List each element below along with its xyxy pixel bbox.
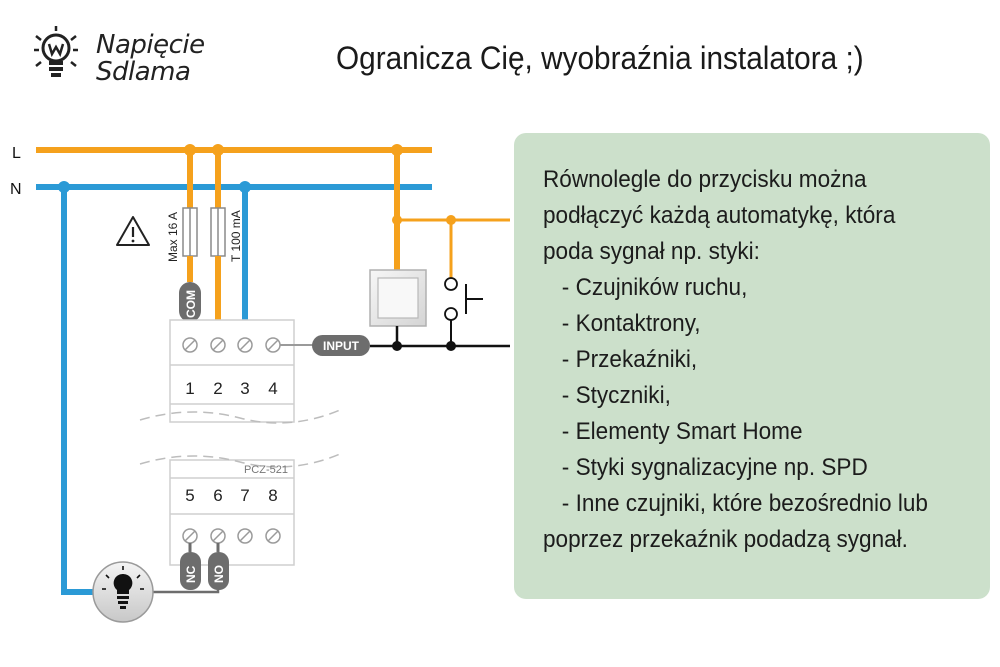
neutral-junction-1 [58, 181, 70, 193]
terminal-number-8: 8 [268, 486, 277, 505]
logo-line-1: Napięcie [96, 30, 205, 60]
terminal-number-3: 3 [240, 379, 249, 398]
note-line: - Styczniki, [543, 382, 671, 409]
terminal-no-label: NO [212, 565, 226, 583]
terminal-com-badge: COM [179, 282, 201, 322]
lamp-icon [92, 561, 154, 623]
terminal-number-1: 1 [185, 379, 194, 398]
terminal-number-2: 2 [213, 379, 222, 398]
switch-module-icon [369, 269, 427, 327]
terminal-nc-badge: NC [180, 552, 201, 590]
pcz-521-device [139, 319, 341, 566]
note-line: - Inne czujniki, które bezośrednio lub [543, 490, 928, 517]
terminal-number-6: 6 [213, 486, 222, 505]
neutral-to-lamp-wire [61, 187, 96, 595]
phase-junction-2 [212, 144, 224, 156]
device-model-label: PCZ-521 [244, 464, 288, 476]
terminal-number-7: 7 [240, 486, 249, 505]
terminal-com-label: COM [184, 290, 198, 318]
phase-junction-1 [184, 144, 196, 156]
line-L-label: L [12, 145, 21, 162]
bottom-terminal-screws [182, 528, 281, 544]
terminal-number-5: 5 [185, 486, 194, 505]
terminal-input-label: INPUT [323, 339, 360, 353]
terminal-no-badge: NO [208, 552, 229, 590]
logo-line-2: Sdlama [96, 57, 191, 87]
neutral-junction-2 [239, 181, 251, 193]
note-line: - Kontaktrony, [543, 310, 701, 337]
phase-junction-3 [391, 144, 403, 156]
note-line: - Czujników ruchu, [543, 274, 748, 301]
terminal-number-4: 4 [268, 379, 277, 398]
note-line: poda sygnał np. styki: [543, 238, 760, 265]
push-button-icon [444, 277, 483, 346]
logo: Napięcie Sdlama [32, 26, 222, 90]
warning-triangle-icon [116, 216, 150, 246]
headline: Ogranicza Cię, wyobraźnia instalatora ;) [336, 40, 864, 76]
note-line: - Styki sygnalizacyjne np. SPD [543, 454, 868, 481]
note-line: - Przekaźniki, [543, 346, 698, 373]
note-line: poprzez przekaźnik podadzą sygnał. [543, 526, 908, 553]
note-text: Równolegle do przycisku można podłączyć … [543, 162, 983, 558]
no-to-lamp-wire [150, 590, 220, 594]
lightbulb-w-icon [34, 26, 78, 77]
note-line: Równolegle do przycisku można [543, 166, 867, 193]
note-line: - Elementy Smart Home [543, 418, 803, 445]
top-terminal-screws [182, 337, 281, 353]
terminal-nc-label: NC [184, 565, 198, 583]
terminal-input-badge: INPUT [312, 335, 370, 356]
fuse-label-2: T 100 mA [229, 210, 243, 262]
line-N-label: N [10, 181, 22, 198]
fuse-label-1: Max 16 A [166, 212, 180, 262]
note-line: podłączyć każdą automatykę, która [543, 202, 896, 229]
note-box [514, 133, 990, 599]
